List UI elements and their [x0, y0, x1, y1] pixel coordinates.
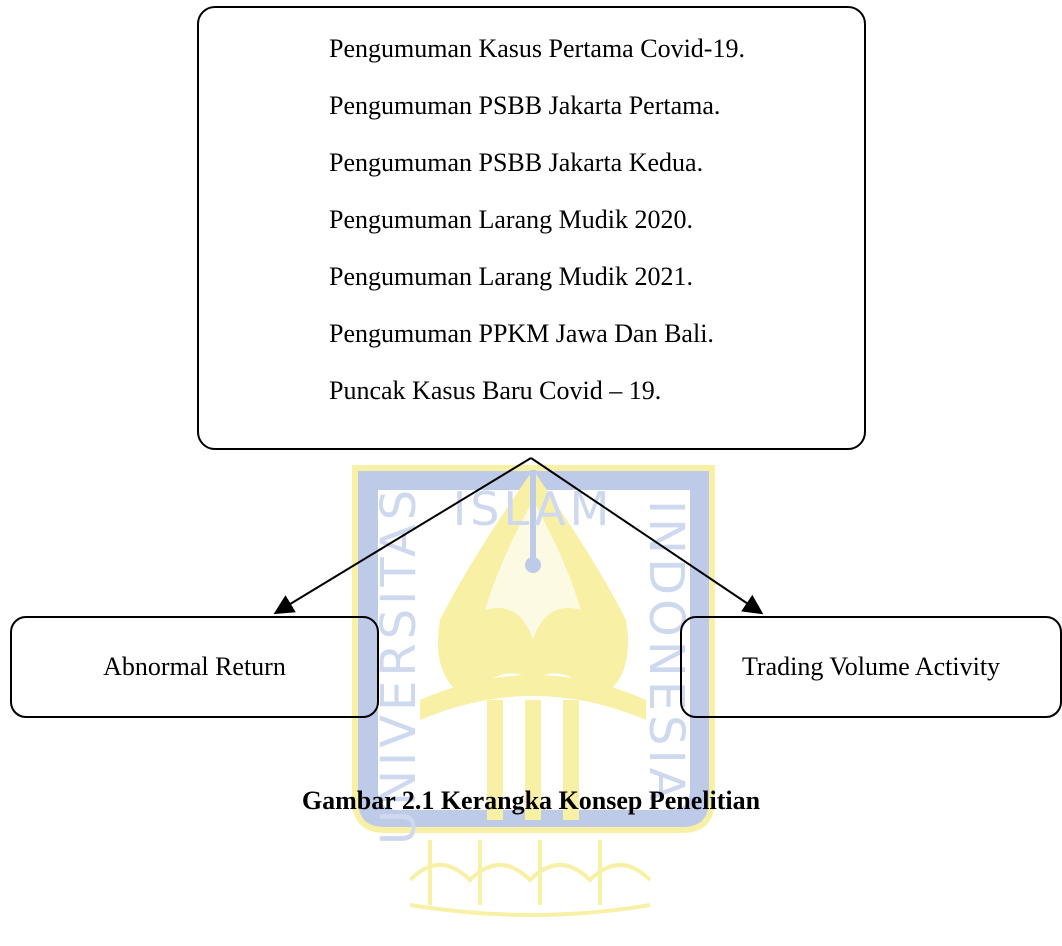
event-item: Pengumuman Larang Mudik 2021.	[329, 262, 693, 291]
watermark-text-right: INDONESIA	[638, 500, 694, 805]
figure-caption: Gambar 2.1 Kerangka Konsep Penelitian	[301, 786, 761, 815]
events-list: Pengumuman Kasus Pertama Covid-19. Pengu…	[329, 34, 745, 433]
event-item: Pengumuman Kasus Pertama Covid-19.	[329, 34, 745, 63]
arrow-to-trading-volume	[530, 457, 764, 615]
event-item: Pengumuman PSBB Jakarta Pertama.	[329, 91, 721, 120]
abnormal-return-box: Abnormal Return	[10, 616, 379, 718]
event-item: Pengumuman PSBB Jakarta Kedua.	[329, 148, 704, 177]
event-item: Pengumuman Larang Mudik 2020.	[329, 205, 693, 234]
event-item: Pengumuman PPKM Jawa Dan Bali.	[329, 319, 714, 348]
arrow-to-abnormal-return	[273, 457, 532, 615]
event-item: Puncak Kasus Baru Covid – 19.	[329, 376, 662, 405]
abnormal-return-label: Abnormal Return	[103, 652, 286, 681]
trading-volume-activity-label: Trading Volume Activity	[741, 652, 1001, 681]
watermark-text-left: UNIVERSITAS	[371, 486, 427, 845]
watermark-arabic-script	[408, 840, 652, 917]
events-box: Pengumuman Kasus Pertama Covid-19. Pengu…	[197, 6, 866, 450]
watermark-text-top: ISLAM	[453, 482, 614, 536]
trading-volume-activity-box: Trading Volume Activity	[680, 616, 1062, 718]
